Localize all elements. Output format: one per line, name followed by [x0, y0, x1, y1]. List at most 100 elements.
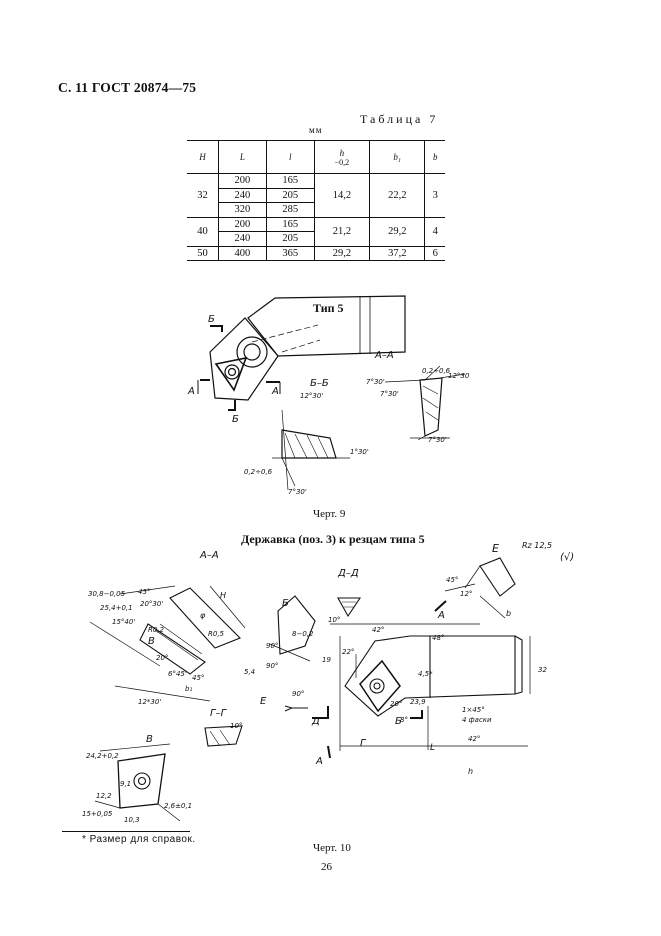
table-row: 320 285 [187, 202, 445, 218]
label-radius-bb: 0,2÷0,6 [244, 468, 273, 476]
label-a-top: А [437, 610, 445, 621]
table-7: H L l h−0,2 b₁ b 32 200 165 14,2 22,2 3 … [187, 140, 445, 261]
label-dim-19: 19 [322, 656, 331, 664]
label-v-15: 15+0,05 [82, 810, 113, 818]
cell-l: 165 [265, 173, 315, 189]
label-angle-7-30-c: 7°30' [288, 488, 307, 496]
cell-l: 365 [265, 246, 315, 261]
figure-9-caption: Черт. 9 [313, 508, 346, 520]
label-section-bb: Б–Б [310, 378, 329, 389]
table-row: 240 205 [187, 231, 445, 247]
table-row: 240 205 [187, 188, 445, 203]
label-aa-25-4: 25,4+0,1 [100, 604, 133, 612]
col-header-l: l [265, 140, 315, 174]
label-dim-23-9: 23,9 [410, 698, 426, 706]
label-angle-12-30-aa: 12°30' [448, 372, 470, 380]
label-section-gg: Г–Г [210, 708, 228, 719]
label-d: Д [311, 716, 320, 727]
label-section-dd: Д–Д [337, 568, 359, 579]
label-aa-r05: R0,5 [208, 630, 225, 638]
col-header-b: b [424, 140, 445, 174]
label-aa-30-8: 30,8−0,05 [88, 590, 126, 598]
figure-10-title: Державка (поз. 3) к резцам типа 5 [241, 532, 425, 546]
figure-9-title: Тип 5 [313, 301, 344, 315]
footnote-rule [62, 831, 190, 832]
label-a-right: А [271, 386, 279, 397]
col-header-L: L [217, 140, 267, 174]
section-aa [419, 377, 443, 437]
figure-10-caption: Черт. 10 [313, 842, 351, 854]
label-aa-15-40: 15°40' [112, 618, 135, 626]
figure-9-drawing: А–А Б–Б А А Б Б 12°30' 1°30' 7°30' 7°30'… [187, 295, 470, 496]
label-angle-7-30-d: 7°30' [380, 390, 399, 398]
label-angle-7-30-a: 7°30' [366, 378, 385, 386]
label-angle-45: 45° [446, 576, 458, 584]
cell-l: 285 [265, 202, 315, 218]
footnote: * Размер для справок. [82, 834, 196, 845]
cell-b: 3 [424, 173, 445, 218]
holder-body [247, 295, 406, 357]
table-caption: Таблица 7 [360, 112, 439, 126]
label-a-bottom: А [315, 756, 323, 767]
label-b-dimension: b [506, 609, 511, 618]
cell-l: 205 [265, 231, 315, 247]
view-e-shape [479, 557, 516, 597]
label-angle-22: 22° [342, 648, 354, 656]
col-header-b1: b₁ [369, 140, 425, 174]
cell-L: 200 [217, 173, 267, 189]
label-aa-phi: φ [200, 611, 206, 620]
label-angle-45-b: 45° [138, 588, 150, 596]
label-dim-l: L [430, 743, 435, 753]
label-b-marker: Б [395, 716, 402, 727]
page-header: С. 11 ГОСТ 20874—75 [58, 80, 197, 95]
label-aa-45: 45° [192, 674, 204, 682]
table-row: 50 400 365 29,2 37,2 6 [187, 246, 445, 261]
label-angle-48: 48° [432, 634, 444, 642]
label-aa-r02: R0,2 [148, 626, 165, 634]
label-v-12-2: 12,2 [96, 792, 112, 800]
holder-main-body [344, 635, 516, 717]
label-angle-42-b: 42° [468, 735, 480, 743]
label-view-v-section: В [146, 734, 153, 745]
view-b-shape [277, 595, 316, 655]
label-angle-8: 8° [400, 716, 408, 724]
cell-b: 4 [424, 217, 445, 247]
label-view-b: Б [282, 598, 289, 609]
label-angle-12-30: 12°30' [300, 392, 323, 400]
label-dim-32: 32 [538, 666, 547, 674]
label-section-aa: А–А [374, 350, 394, 361]
insert-head [209, 317, 279, 401]
label-b-8: 8−0,2 [292, 630, 314, 638]
label-aa-5-4: 5,4 [244, 668, 255, 676]
section-bb [281, 429, 337, 459]
cell-h: 14,2 [313, 173, 370, 218]
cell-L: 240 [217, 231, 267, 247]
label-b-top: Б [208, 314, 215, 325]
table-row: 32 200 165 14,2 22,2 3 [187, 173, 445, 218]
label-roughness: Rz 12,5 [522, 541, 552, 550]
label-v-2-6: 2,6±0,1 [164, 802, 192, 810]
label-angle-90: 90° [292, 690, 304, 698]
cell-b1: 37,2 [369, 246, 425, 261]
section-aa-body [169, 587, 241, 649]
label-aa-20: 20° [156, 654, 168, 662]
table-unit: мм [309, 125, 323, 135]
cell-b1: 22,2 [369, 173, 425, 218]
cell-b1: 29,2 [369, 217, 425, 247]
cell-H: 40 [187, 217, 219, 247]
label-arrow-e: Е [260, 696, 267, 707]
label-radius-aa: 0,2÷0,6 [422, 367, 451, 375]
label-angle-90-b: 90° [266, 662, 278, 670]
label-a-left: А [187, 386, 195, 397]
label-v-9-1: 9,1 [120, 780, 131, 788]
label-angle-10: 10° [328, 616, 340, 624]
cell-L: 200 [217, 217, 267, 232]
table-header-row: H L l h−0,2 b₁ b [187, 140, 445, 174]
label-aa-12-30: 12*30' [138, 698, 161, 706]
cell-h: 21,2 [313, 217, 370, 247]
label-angle-1-30: 1°30' [350, 448, 369, 456]
cell-b: 6 [424, 246, 445, 261]
page-number: 26 [321, 861, 332, 873]
label-angle-12: 12° [460, 590, 472, 598]
label-angle-42: 42° [372, 626, 384, 634]
